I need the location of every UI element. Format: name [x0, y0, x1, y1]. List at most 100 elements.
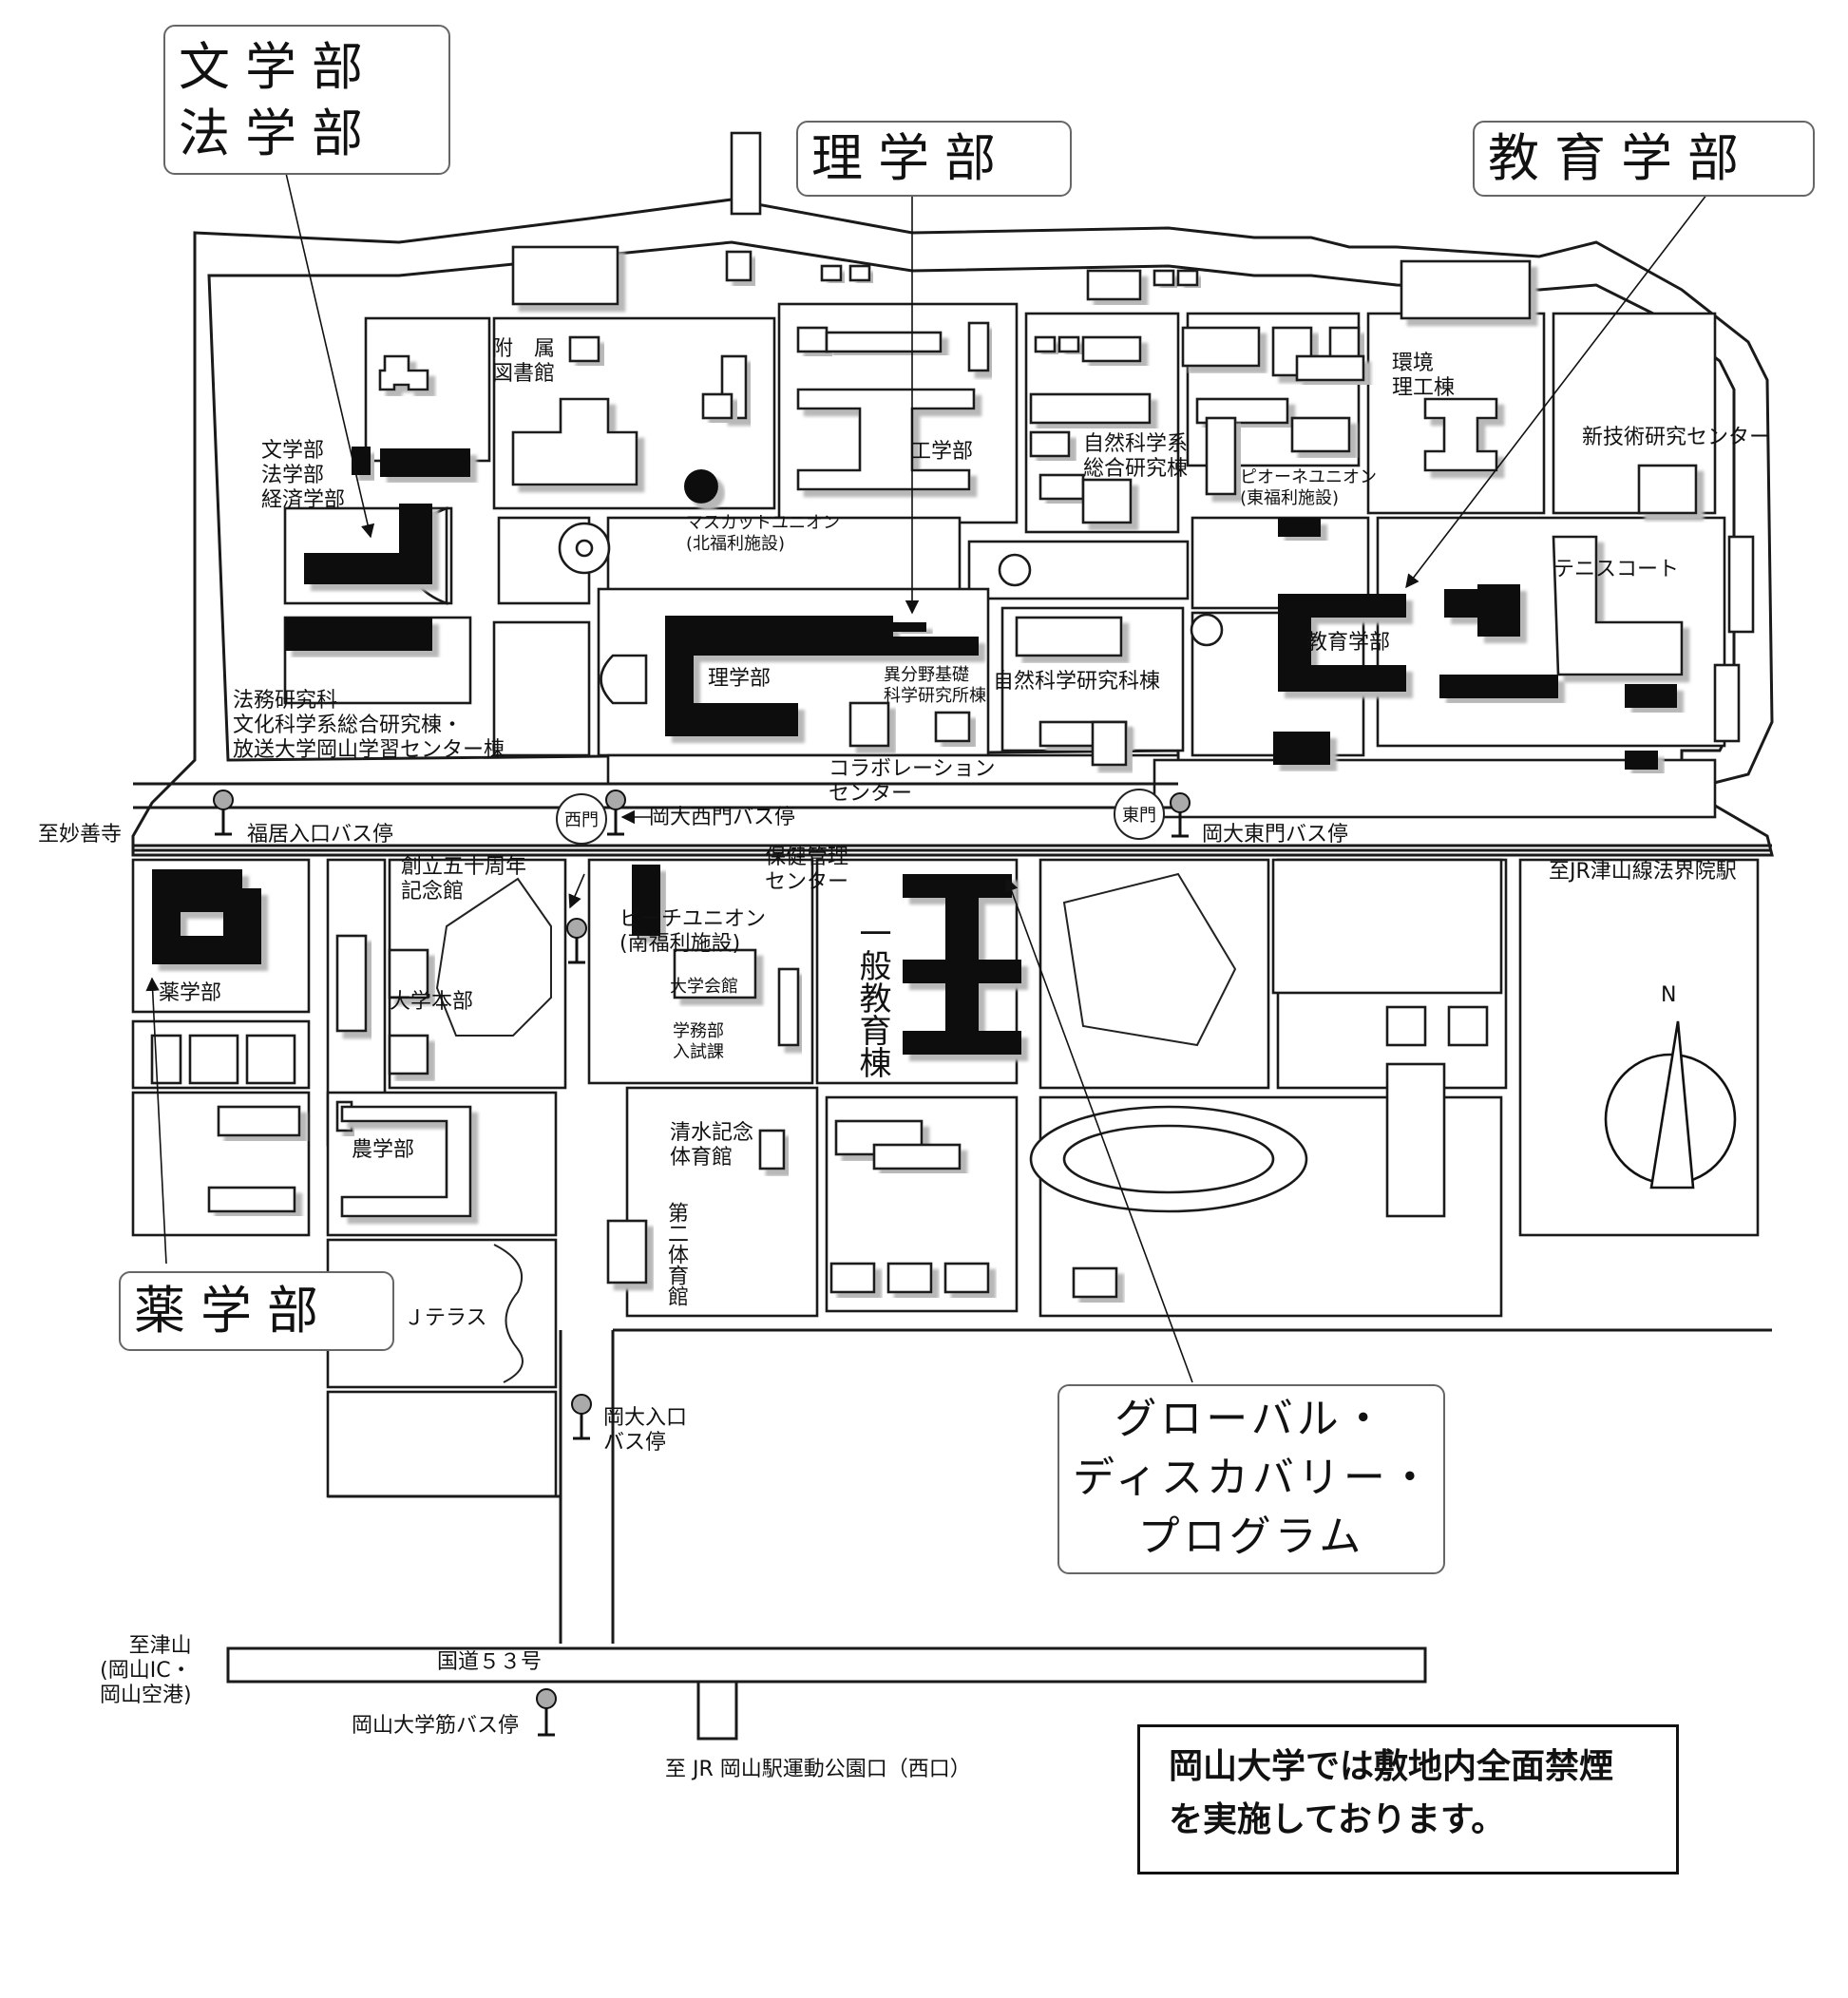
label-natsci-research: 自然科学系 総合研究棟	[1083, 432, 1188, 482]
label-natsci-research-line2: 総合研究棟	[1083, 457, 1189, 481]
label-science-building: 理学部	[708, 667, 772, 691]
label-peach-union-line2: (南福利施設)	[619, 932, 741, 956]
no-smoking-notice: 岡山大学では敷地内全面禁煙 を実施しております。	[1137, 1724, 1679, 1874]
label-health-center: 保健管理 センター	[765, 846, 848, 895]
east-gate-marker: 東門	[1114, 789, 1165, 840]
label-muscat-union: マスカットユニオン (北福利施設)	[686, 513, 840, 555]
label-j-terrace: Ｊテラス	[404, 1306, 487, 1330]
label-university-hall: 大学会館	[670, 977, 738, 997]
label-pharmacy-building: 薬学部	[159, 981, 222, 1005]
label-to-tsuyama-line1: 至津山	[128, 1634, 192, 1658]
label-peach-union-line1: ピーチユニオン	[619, 907, 767, 931]
label-env-science: 環境 理工棟	[1392, 352, 1455, 401]
label-admissions: 学務部 入試課	[673, 1021, 724, 1063]
label-interdisciplinary: 異分野基礎 科学研究所棟	[884, 665, 986, 707]
label-okadai-entrance-line2: バス停	[603, 1431, 667, 1455]
label-library-line1: 附 属	[492, 337, 556, 361]
label-anniversary-hall: 創立五十周年 記念館	[401, 855, 526, 904]
notice-line2: を実施しております。	[1169, 1800, 1506, 1839]
label-education-building: 教育学部	[1306, 631, 1391, 655]
label-collaboration-line1: コラボレーション	[829, 757, 996, 781]
label-to-myozenji: 至妙善寺	[38, 823, 123, 847]
callout-education-text: 教育学部	[1488, 128, 1754, 188]
label-library-line2: 図書館	[492, 362, 556, 386]
label-interdisciplinary-line2: 科学研究所棟	[884, 686, 986, 706]
bus-stop-suji	[536, 1688, 557, 1737]
west-gate-marker: 西門	[556, 793, 607, 845]
label-faculty-economics: 経済学部	[261, 488, 346, 512]
label-piorne-union-line1: ピオーネユニオン	[1240, 467, 1377, 487]
label-faculty-law: 法学部	[261, 464, 325, 487]
label-env-science-line2: 理工棟	[1392, 376, 1456, 400]
label-faculties-block: 文学部 法学部 経済学部	[261, 439, 345, 513]
label-to-hokaiin: 至JR津山線法界院駅	[1549, 860, 1737, 884]
callout-gdp-line1: グローバル・	[1115, 1395, 1388, 1443]
label-health-line1: 保健管理	[765, 846, 849, 869]
callout-pharmacy-text: 薬学部	[134, 1281, 333, 1341]
label-second-gym: 第二体育館	[664, 1202, 688, 1306]
callout-gdp-line3: プログラム	[1137, 1513, 1365, 1561]
label-natsci-research-line1: 自然科学系	[1083, 432, 1189, 456]
label-env-science-line1: 環境	[1392, 352, 1435, 375]
label-to-tsuyama: 至津山 (岡山IC・ 岡山空港)	[100, 1634, 192, 1708]
callout-science-text: 理学部	[811, 128, 1011, 188]
label-general-education: 一般教育棟	[853, 917, 891, 1078]
label-engineering: 工学部	[910, 440, 974, 464]
south-roads	[226, 1328, 1772, 1741]
label-west-gate: 西門	[564, 810, 599, 830]
bus-stop-fukui	[213, 790, 234, 836]
bus-stop-inner	[566, 918, 587, 964]
bus-stops	[213, 790, 1191, 1737]
callout-science: 理学部	[796, 121, 1072, 197]
label-to-jr-okayama: 至 JR 岡山駅運動公園口（西口）	[665, 1758, 971, 1781]
callout-gdp-line2: ディスカバリー・	[1073, 1454, 1435, 1502]
callout-humanities-law: 文学部 法学部	[163, 25, 450, 175]
label-law-school-block: 法務研究科 文化科学系総合研究棟・ 放送大学岡山学習センター棟	[233, 689, 505, 763]
label-fukui-bus: 福居入口バス停	[247, 823, 394, 847]
label-interdisciplinary-line1: 異分野基礎	[884, 665, 969, 685]
label-natsci-grad: 自然科学研究科棟	[993, 670, 1161, 694]
label-agriculture: 農学部	[352, 1138, 415, 1162]
label-admissions-line2: 入試課	[673, 1042, 724, 1062]
label-anniversary-line2: 記念館	[401, 880, 465, 904]
callout-gdp: グローバル・ ディスカバリー・ プログラム	[1057, 1384, 1445, 1574]
callout-law: 法学部	[179, 104, 378, 163]
label-piorne-union-line2: (東福利施設)	[1240, 488, 1340, 508]
label-shimizu-line1: 清水記念	[670, 1121, 754, 1145]
label-suji-bus: 岡山大学筋バス停	[352, 1714, 520, 1738]
bus-stop-west-gate	[605, 790, 626, 836]
label-collaboration-center: コラボレーション センター	[829, 757, 996, 807]
compass	[1604, 1020, 1737, 1189]
label-west-gate-bus: 岡大西門バス停	[649, 806, 796, 829]
label-to-tsuyama-line2: (岡山IC・	[100, 1659, 192, 1683]
label-east-gate-bus: 岡大東門バス停	[1202, 823, 1349, 847]
callout-pharmacy: 薬学部	[119, 1271, 394, 1351]
label-open-university: 放送大学岡山学習センター棟	[233, 738, 505, 762]
callout-literature: 文学部	[179, 37, 378, 97]
north-campus	[131, 131, 1774, 857]
label-east-gate: 東門	[1122, 806, 1156, 826]
label-law-school: 法務研究科	[233, 689, 338, 713]
label-culture-science: 文化科学系総合研究棟・	[233, 714, 464, 737]
label-muscat-union-line1: マスカットユニオン	[686, 513, 840, 533]
label-new-tech-center: 新技術研究センター	[1582, 426, 1771, 449]
label-okadai-entrance-line1: 岡大入口	[603, 1406, 688, 1430]
label-anniversary-line1: 創立五十周年	[401, 855, 527, 879]
main-road	[133, 782, 1772, 852]
label-admin-hq: 大学本部	[390, 990, 474, 1014]
label-health-line2: センター	[765, 870, 849, 894]
label-collaboration-line2: センター	[829, 782, 913, 806]
label-to-tsuyama-line3: 岡山空港)	[100, 1684, 192, 1707]
callout-leaders	[145, 168, 1711, 1383]
label-shimizu-line2: 体育館	[670, 1146, 733, 1170]
label-tennis-court: テニスコート	[1553, 558, 1680, 581]
label-library: 附 属 図書館	[492, 337, 555, 387]
label-piorne-union: ピオーネユニオン (東福利施設)	[1240, 467, 1377, 509]
label-peach-union: ピーチユニオン (南福利施設)	[619, 907, 766, 957]
south-central-campus	[587, 858, 1760, 1318]
label-compass-north: N	[1661, 983, 1677, 1007]
label-route53: 国道５３号	[437, 1650, 543, 1674]
label-admissions-line1: 学務部	[673, 1021, 724, 1041]
label-faculty-literature: 文学部	[261, 439, 325, 463]
